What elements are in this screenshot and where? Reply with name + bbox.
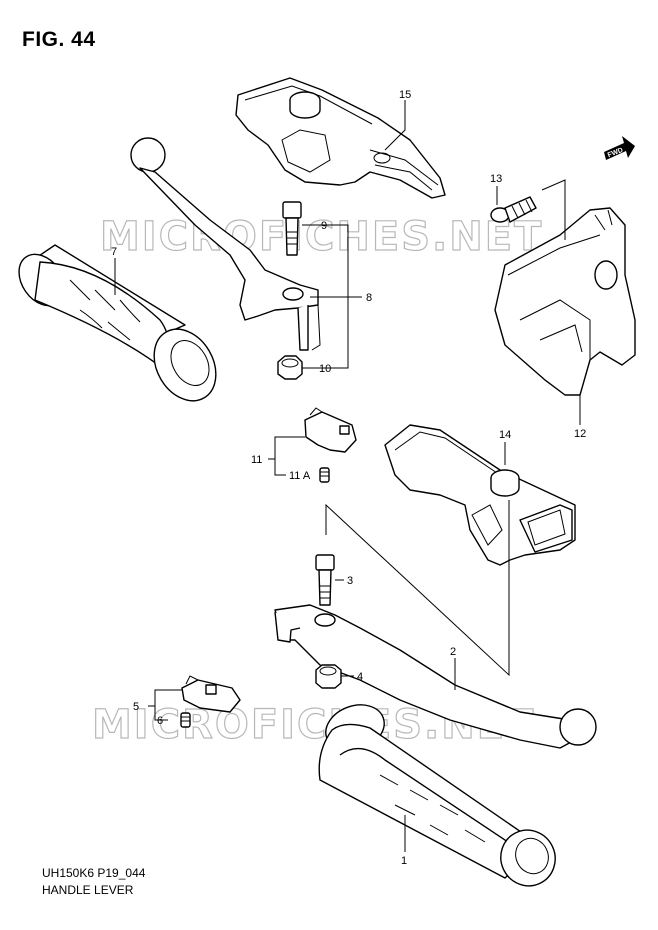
callout-13: 13 <box>490 173 502 185</box>
callout-11a: 11 A <box>289 470 311 482</box>
callout-6: 6 <box>157 715 163 727</box>
part-11a-screw <box>319 467 330 483</box>
watermark-top: MICROFICHES.NET <box>100 214 543 260</box>
part-7-handle-grip-left <box>18 244 217 402</box>
part-9-bolt <box>282 201 302 256</box>
callout-5: 5 <box>133 701 139 713</box>
part-13-screw <box>490 196 537 223</box>
callout-numbers: 15 9 8 10 7 13 12 11 11 A 14 3 4 2 5 6 1 <box>111 89 586 867</box>
callout-9: 9 <box>321 220 327 232</box>
part-3-bolt <box>315 554 335 606</box>
part-6-screw <box>180 712 191 728</box>
leader-lines <box>114 100 581 852</box>
callout-7: 7 <box>111 246 117 258</box>
part-15-lever-holder-upper <box>235 77 446 199</box>
callout-10: 10 <box>319 363 331 375</box>
part-1-handle-grip-right <box>318 704 556 887</box>
callout-4: 4 <box>357 671 363 683</box>
diagram-code: UH150K6 P19_044 <box>42 866 146 880</box>
fwd-arrow-icon: FWD <box>604 136 635 160</box>
callout-1: 1 <box>401 855 407 867</box>
callout-2: 2 <box>450 646 456 658</box>
part-8-clutch-lever <box>130 137 321 351</box>
callout-12: 12 <box>574 428 586 440</box>
diagram-name: HANDLE LEVER <box>42 883 134 897</box>
figure-title: FIG. 44 <box>22 28 96 51</box>
part-11-switch <box>304 407 357 453</box>
callout-11: 11 <box>251 454 262 466</box>
part-4-nut <box>315 664 342 689</box>
part-10-nut <box>277 355 303 380</box>
part-12-clutch-lever-holder <box>494 207 636 396</box>
callout-8: 8 <box>366 292 372 304</box>
callout-3: 3 <box>347 575 353 587</box>
svg-text:FWD: FWD <box>607 147 624 159</box>
callout-15: 15 <box>399 89 411 101</box>
part-14-lever-holder-lower <box>384 424 576 566</box>
part-5-switch <box>181 675 241 713</box>
part-2-brake-lever <box>274 604 597 749</box>
callout-14: 14 <box>499 429 511 441</box>
